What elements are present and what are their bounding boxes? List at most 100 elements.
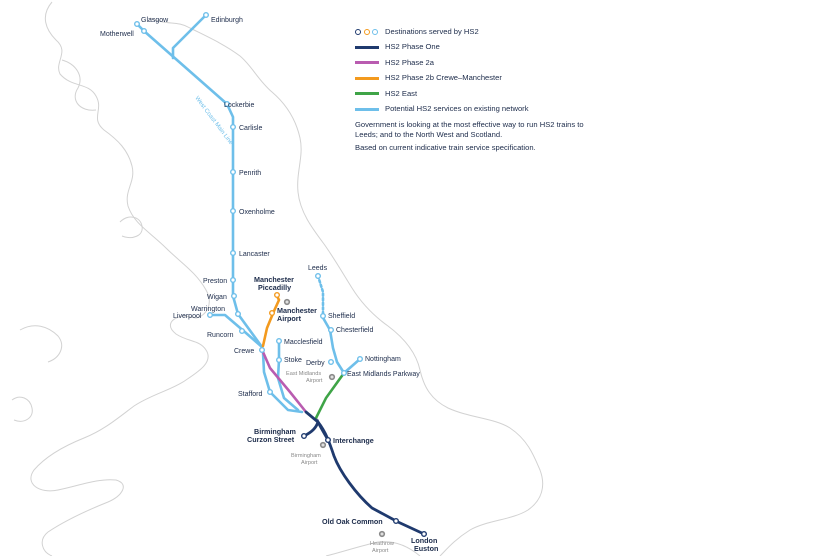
label-manchester-piccadilly: Piccadilly xyxy=(258,283,291,292)
legend-swatch xyxy=(355,92,379,96)
label-derby: Derby xyxy=(306,360,325,367)
label-crewe: Crewe xyxy=(234,348,254,355)
legend-swatch xyxy=(355,45,379,49)
station-marker-oxenholme xyxy=(229,207,236,214)
station-marker-macclesfield xyxy=(276,338,283,345)
station-marker-penrith xyxy=(229,168,236,175)
station-marker-manchester-piccadilly xyxy=(274,292,281,299)
hs2-east-line xyxy=(314,371,346,420)
label-east-midlands-parkway: East Midlands Parkway xyxy=(347,371,420,378)
airport-icon xyxy=(283,298,291,306)
label-manchester-airport: Airport xyxy=(277,314,302,323)
legend-swatch xyxy=(355,76,379,80)
station-marker-london-euston xyxy=(421,531,428,538)
label-chesterfield: Chesterfield xyxy=(336,327,373,334)
airport-symbols xyxy=(283,298,386,538)
existing-line-sheffield xyxy=(320,314,362,375)
label-edinburgh: Edinburgh xyxy=(211,17,243,24)
existing-line-wcml xyxy=(135,22,264,349)
legend-note-government: Government is looking at the most effect… xyxy=(355,120,584,139)
label-london-euston: Euston xyxy=(414,544,438,553)
legend-item-label: HS2 Phase One xyxy=(385,42,440,52)
station-marker-runcorn xyxy=(238,328,245,335)
legend-destinations: Destinations served by HS2 xyxy=(355,24,595,40)
station-marker-lockerbie xyxy=(223,100,230,107)
station-marker-preston xyxy=(229,277,236,284)
label-east-midlands-airport: Airport xyxy=(306,378,323,384)
station-marker-liverpool xyxy=(206,312,213,319)
label-penrith: Penrith xyxy=(239,170,261,177)
existing-line-leeds-link xyxy=(316,274,325,318)
label-sheffield: Sheffield xyxy=(328,313,355,320)
station-marker-leeds xyxy=(315,273,322,280)
existing-line-edinburgh xyxy=(171,13,208,60)
label-wigan: Wigan xyxy=(207,294,227,301)
station-marker-stoke xyxy=(276,357,283,364)
label-london-euston: London xyxy=(411,536,437,545)
label-stoke: Stoke xyxy=(284,357,302,364)
legend-swatch xyxy=(355,107,379,111)
station-marker-nottingham xyxy=(357,356,364,363)
station-marker-stafford xyxy=(267,389,274,396)
label-oxenholme: Oxenholme xyxy=(239,209,275,216)
coastline xyxy=(11,1,544,556)
label-lancaster: Lancaster xyxy=(239,251,270,258)
legend-item-label: HS2 Phase 2b Crewe–Manchester xyxy=(385,73,502,83)
label-interchange: Interchange xyxy=(333,436,374,445)
label-runcorn: Runcorn xyxy=(207,332,234,339)
station-marker-warrington xyxy=(234,311,241,318)
label-birmingham-airport: Airport xyxy=(301,460,318,466)
label-carlisle: Carlisle xyxy=(239,125,262,132)
label-glasgow: Glasgow xyxy=(141,17,169,24)
label-liverpool: Liverpool xyxy=(173,313,202,320)
label-heathrow: Airport xyxy=(372,548,389,554)
station-marker-chesterfield xyxy=(328,327,335,334)
label-leeds: Leeds xyxy=(308,265,328,272)
label-birmingham-curzon: Birmingham xyxy=(254,427,296,436)
label-east-midlands-airport: East Midlands xyxy=(286,371,321,377)
legend-destinations-label: Destinations served by HS2 xyxy=(385,26,479,36)
existing-line-liverpool xyxy=(208,313,264,349)
legend-item-phase-one: HS2 Phase One xyxy=(355,40,595,56)
label-nottingham: Nottingham xyxy=(365,356,401,363)
legend-item-existing: Potential HS2 services on existing netwo… xyxy=(355,102,595,118)
destination-dots-icon xyxy=(355,28,385,36)
label-macclesfield: Macclesfield xyxy=(284,339,323,346)
station-marker-carlisle xyxy=(229,123,236,130)
hs2-phase-2a-line xyxy=(261,350,308,414)
hs2-curzon-spur xyxy=(302,418,330,442)
label-birmingham-curzon: Curzon Street xyxy=(247,435,295,444)
legend-item-label: HS2 East xyxy=(385,88,418,98)
label-manchester-piccadilly: Manchester xyxy=(254,275,294,284)
label-heathrow: Heathrow xyxy=(370,541,395,547)
airport-icon xyxy=(319,441,327,449)
legend-note-specification: Based on current indicative train servic… xyxy=(355,142,536,152)
station-marker-interchange xyxy=(325,437,332,444)
label-stafford: Stafford xyxy=(238,391,262,398)
station-labels: Glasgow Edinburgh Motherwell Lockerbie C… xyxy=(100,17,438,554)
station-marker-wigan xyxy=(230,293,237,300)
station-marker-glasgow xyxy=(133,21,140,28)
station-marker-motherwell xyxy=(140,28,147,35)
label-warrington: Warrington xyxy=(191,306,225,313)
label-lockerbie: Lockerbie xyxy=(224,102,254,109)
station-marker-crewe xyxy=(259,347,266,354)
legend-item-label: HS2 Phase 2a xyxy=(385,57,434,67)
legend-item-phase-2a: HS2 Phase 2a xyxy=(355,55,595,71)
label-birmingham-airport: Birmingham xyxy=(291,453,321,459)
station-marker-edinburgh xyxy=(202,11,209,18)
station-marker-east-midlands-parkway xyxy=(341,370,348,377)
legend-swatch xyxy=(355,61,379,65)
station-marker-lancaster xyxy=(229,249,236,256)
station-marker-old-oak-common xyxy=(393,518,400,525)
airport-icon xyxy=(378,530,386,538)
station-markers xyxy=(133,11,428,538)
station-marker-manchester-airport xyxy=(269,310,276,317)
airport-icon xyxy=(328,373,336,381)
legend-item-label: Potential HS2 services on existing netwo… xyxy=(385,104,529,114)
legend: Destinations served by HS2 HS2 Phase One… xyxy=(355,24,595,153)
label-preston: Preston xyxy=(203,278,227,285)
legend-item-east: HS2 East xyxy=(355,86,595,102)
station-marker-birmingham-curzon xyxy=(301,433,308,440)
